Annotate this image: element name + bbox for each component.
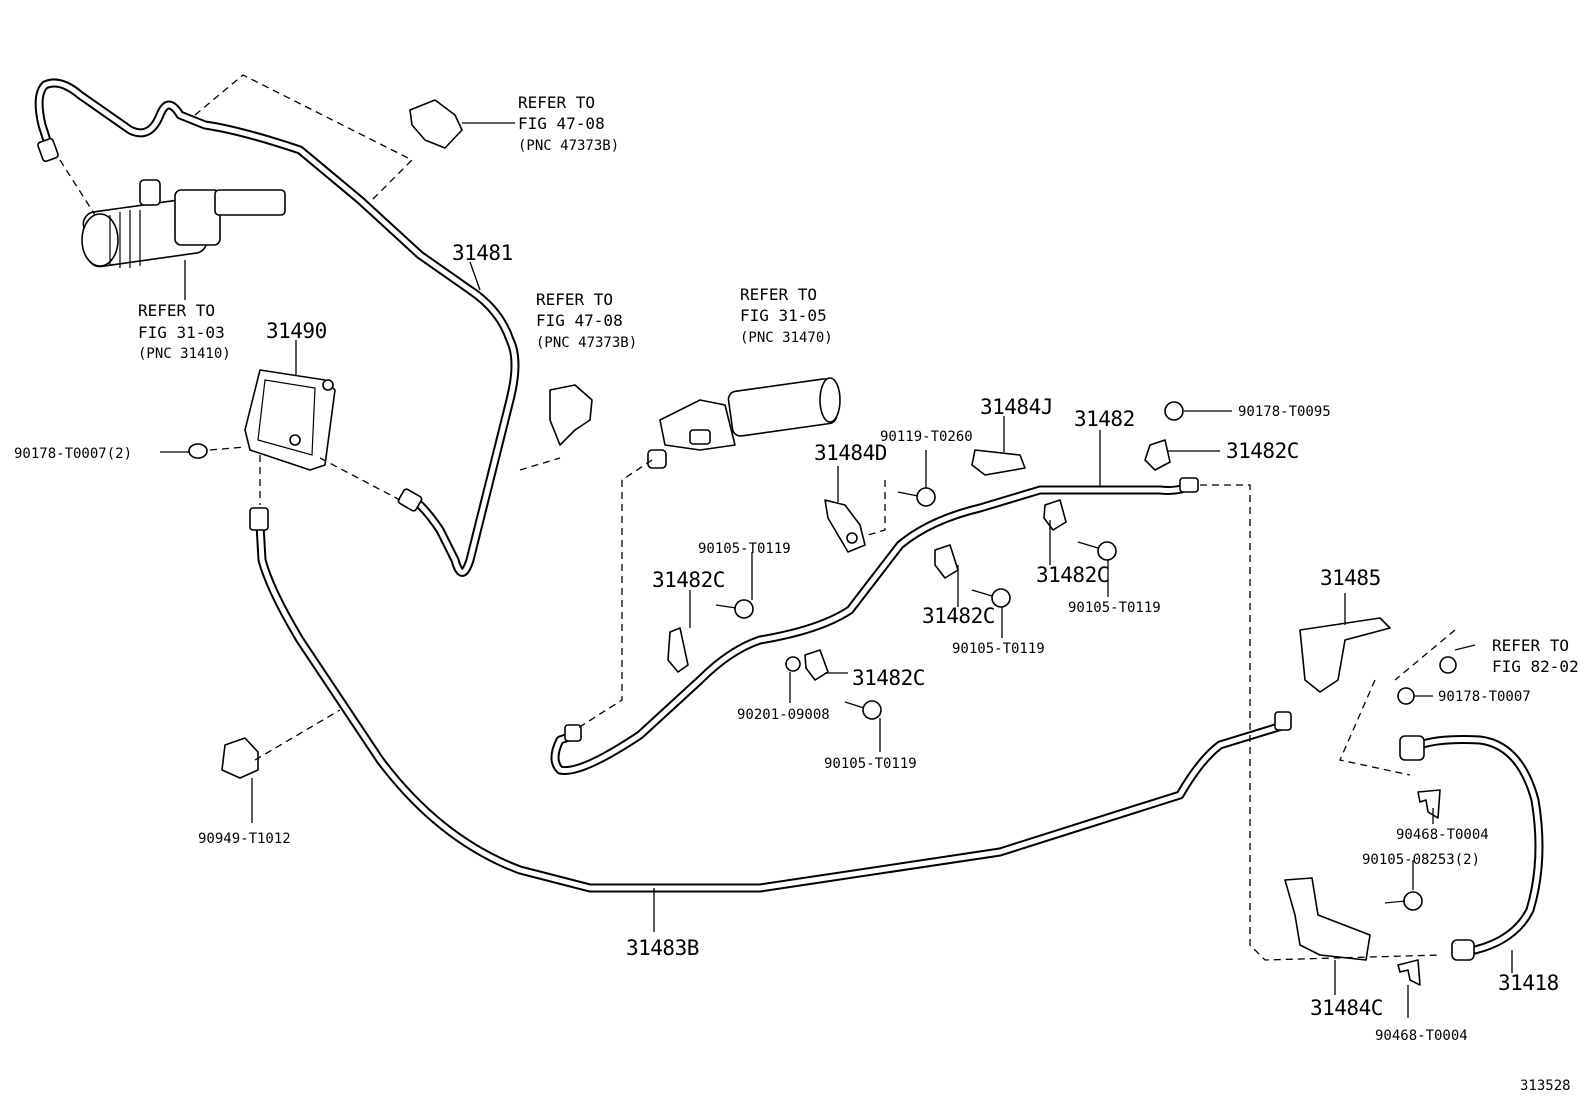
ref-line1: REFER TO xyxy=(1492,636,1569,655)
part-label-31418: 31418 xyxy=(1498,971,1559,995)
part-label-90105-T0119-c: 90105-T0119 xyxy=(952,641,1045,657)
leader-lines xyxy=(160,122,1513,1018)
part-label-90105-T0119-b: 90105-T0119 xyxy=(1068,600,1161,616)
reference-fig-31-05: REFER TO FIG 31-05 (PNC 31470) xyxy=(740,285,833,346)
ref-line1: REFER TO xyxy=(740,285,817,304)
ref-pnc: (PNC 47373B) xyxy=(536,335,637,351)
bolts-icon xyxy=(715,401,1457,911)
part-label-31482C-b: 31482C xyxy=(1036,563,1109,587)
release-cylinder-icon xyxy=(647,377,841,469)
part-label-90178-T0007-2: 90178-T0007(2) xyxy=(14,446,132,462)
ref-line2: FIG 47-08 xyxy=(518,114,605,133)
part-label-31485: 31485 xyxy=(1320,566,1381,590)
clip-90949-T1012-icon xyxy=(221,737,259,779)
part-label-31482C-d: 31482C xyxy=(852,666,925,690)
part-label-31484D: 31484D xyxy=(814,441,887,465)
part-label-90468-T0004-b: 90468-T0004 xyxy=(1375,1028,1468,1044)
pipe-fittings xyxy=(37,137,1475,961)
part-label-90178-T0007: 90178-T0007 xyxy=(1438,689,1531,705)
pipe-31481 xyxy=(34,78,520,577)
ref-line2: FIG 82-02 xyxy=(1492,657,1579,676)
reference-fig-31-03: REFER TO FIG 31-03 (PNC 31410) xyxy=(138,301,231,362)
pipe-31482 xyxy=(550,480,1195,776)
reference-fig-47-08-top: REFER TO FIG 47-08 (PNC 47373B) xyxy=(518,93,619,154)
part-label-31484J: 31484J xyxy=(980,395,1053,419)
part-label-31481: 31481 xyxy=(452,241,513,265)
part-label-90468-T0004-a: 90468-T0004 xyxy=(1396,827,1489,843)
part-label-31483B: 31483B xyxy=(626,936,699,960)
ref-line2: FIG 47-08 xyxy=(536,311,623,330)
assembly-dashed-lines xyxy=(59,74,1456,961)
part-label-90119-T0260: 90119-T0260 xyxy=(880,429,973,445)
part-label-90949-T1012: 90949-T1012 xyxy=(198,831,291,847)
master-cylinder-icon xyxy=(81,179,286,268)
ref-line1: REFER TO xyxy=(138,301,215,320)
grommet-90178-T0007-icon xyxy=(188,443,208,459)
pipe-31483B xyxy=(255,520,1290,893)
reference-fig-82-02: REFER TO FIG 82-02 xyxy=(1492,636,1579,676)
clutch-accumulator-31490-icon xyxy=(244,369,336,471)
part-label-31482C-c: 31482C xyxy=(922,604,995,628)
part-label-90105-T0119-a: 90105-T0119 xyxy=(698,541,791,557)
part-label-90201-09008: 90201-09008 xyxy=(737,707,830,723)
part-label-31482: 31482 xyxy=(1074,407,1135,431)
ref-line1: REFER TO xyxy=(536,290,613,309)
part-label-31482C-a: 31482C xyxy=(652,568,725,592)
reference-fig-47-08-mid: REFER TO FIG 47-08 (PNC 47373B) xyxy=(536,290,637,351)
ref-pnc: (PNC 31410) xyxy=(138,346,231,362)
ref-line2: FIG 31-05 xyxy=(740,306,827,325)
part-labels: 31481 31490 90178-T0007(2) 90949-T1012 3… xyxy=(14,241,1571,1094)
diagram-id: 313528 xyxy=(1520,1078,1571,1094)
hose-31418 xyxy=(1415,735,1544,955)
part-label-31484C: 31484C xyxy=(1310,996,1383,1020)
part-label-90105-08253-2: 90105-08253(2) xyxy=(1362,852,1480,868)
ref-pnc: (PNC 47373B) xyxy=(518,138,619,154)
brackets-icon xyxy=(667,439,1441,986)
ref-line2: FIG 31-03 xyxy=(138,323,225,342)
part-label-31482C-top: 31482C xyxy=(1226,439,1299,463)
ref-line1: REFER TO xyxy=(518,93,595,112)
part-label-90105-T0119-d: 90105-T0119 xyxy=(824,756,917,772)
ref-pnc: (PNC 31470) xyxy=(740,330,833,346)
part-label-31490: 31490 xyxy=(266,319,327,343)
clip-47373B-icon xyxy=(409,99,593,446)
part-label-90178-T0095: 90178-T0095 xyxy=(1238,404,1331,420)
